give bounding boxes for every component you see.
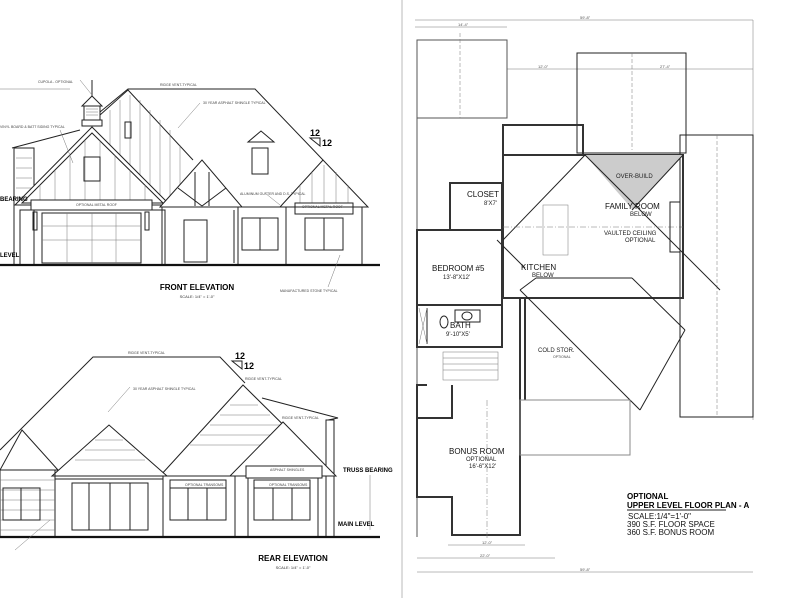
rear-elevation-scale: SCALE: 1/4" = 1'-0" — [276, 565, 311, 570]
rear-hip-roof — [0, 356, 246, 451]
fireplace — [669, 201, 681, 253]
dormer-window — [251, 147, 269, 175]
label-bedroom-5: BEDROOM #5 — [432, 264, 485, 273]
label-cold-storage: COLD STOR. — [538, 348, 575, 354]
label-bedroom-size: 13'-8"X12' — [443, 275, 470, 281]
front-door — [183, 219, 208, 263]
note-truss-bearing: TRUSS BEARING — [343, 468, 393, 474]
entry-gable — [158, 159, 244, 208]
title-floor-plan: UPPER LEVEL FLOOR PLAN - A — [627, 501, 749, 510]
front-elevation-title: FRONT ELEVATION — [160, 283, 235, 292]
dim-bottom-2: 22'-0" — [480, 553, 491, 558]
rear-window-transom — [253, 479, 311, 521]
note-ridge-vent: RIDGE VENT-TYPICAL — [282, 416, 319, 420]
label-closet-size: 8'X7' — [484, 201, 497, 207]
front-elevation-scale: SCALE: 1/4" = 1'-0" — [180, 294, 215, 299]
dim-top-left: 14'-4" — [458, 22, 469, 27]
note-stone: MANUFACTURED STONE TYPICAL — [280, 289, 338, 293]
note-bearing: BEARING — [0, 197, 28, 203]
garage-gable — [13, 126, 172, 206]
rear-elevation-title: REAR ELEVATION — [258, 554, 328, 563]
label-family-below: BELOW — [630, 212, 652, 218]
label-closet: CLOSET — [467, 190, 499, 199]
garage-gable-window — [83, 156, 101, 182]
label-vaulted-ceiling: VAULTED CEILING — [604, 231, 657, 237]
dim-top-mid: 12'-0" — [538, 64, 549, 69]
over-build-hatch — [585, 155, 683, 210]
bath — [416, 304, 503, 348]
note-transoms: OPTIONAL TRANSOMS — [269, 483, 308, 487]
note-ridge-vent: RIDGE VENT-TYPICAL — [160, 83, 197, 87]
stair — [442, 351, 499, 381]
dim-bottom-1: 12'-0" — [482, 540, 493, 545]
rear-middle-gable — [50, 424, 169, 477]
label-bath: BATH — [450, 321, 471, 330]
label-cold-optional: OPTIONAL — [553, 355, 571, 359]
label-bonus-size: 16'-6"X12' — [469, 464, 496, 470]
bonus-room — [416, 384, 521, 536]
label-family-room: FAMILY ROOM — [605, 202, 660, 211]
note-shingle: 30 YEAR ASPHALT SHINGLE TYPICAL — [203, 101, 266, 105]
note-transoms: OPTIONAL TRANSOMS — [185, 483, 224, 487]
label-kitchen-below: BELOW — [532, 273, 554, 279]
plan-title-block: OPTIONAL UPPER LEVEL FLOOR PLAN - A SCAL… — [627, 492, 749, 537]
note-metal-roof: OPTIONAL METAL ROOF — [302, 205, 343, 209]
note-metal-roof: OPTIONAL METAL ROOF — [76, 203, 117, 207]
pitch-run: 12 — [322, 138, 332, 148]
pitch-symbol — [230, 360, 243, 371]
note-gutter: ALUMINUM GUTTER AND D.S. TYPICAL — [240, 192, 306, 196]
title-floor-space: 390 S.F. FLOOR SPACE — [627, 520, 715, 529]
note-ridge-vent: RIDGE VENT-TYPICAL — [245, 377, 282, 381]
label-over-build: OVER-BUILD — [616, 174, 653, 180]
note-siding: VINYL BOARD & BATT SIDING TYPICAL — [0, 125, 65, 129]
pitch-symbol — [308, 137, 321, 148]
dim-top-right: 27'-4" — [660, 64, 671, 69]
pitch-rise: 12 — [310, 128, 320, 138]
title-optional: OPTIONAL — [627, 492, 668, 501]
pitch-rise: 12 — [235, 351, 245, 361]
dim-top-overall: 59'-8" — [580, 15, 591, 20]
gable-window — [124, 121, 132, 139]
title-scale: SCALE:1/4"=1'-0" — [628, 512, 691, 521]
note-cupola: CUPOLA - OPTIONAL — [38, 80, 73, 84]
dim-bottom-overall: 59'-8" — [580, 567, 591, 572]
label-bonus-room: BONUS ROOM — [449, 447, 505, 456]
garage-door — [41, 212, 142, 264]
upper-floor-plan: 59'-8" 14'-4" 12'-0" 27'-4" — [401, 0, 754, 598]
label-kitchen: KITCHEN — [521, 263, 556, 272]
label-vaulted-optional: OPTIONAL — [625, 238, 656, 244]
vanity — [454, 309, 481, 323]
title-bonus-space: 360 S.F. BONUS ROOM — [627, 528, 714, 537]
note-asphalt-shingles: ASPHALT SHINGLES — [270, 468, 305, 472]
cupola — [80, 80, 104, 127]
note-shingle: 30 YEAR ASPHALT SHINGLE TYPICAL — [133, 387, 196, 391]
label-bath-size: 9'-10"X5' — [446, 332, 470, 338]
rear-elevation: RIDGE VENT-TYPICAL RIDGE VENT-TYPICAL RI… — [0, 351, 393, 570]
main-hip-roof — [99, 88, 324, 161]
note-main-level: MAIN LEVEL — [338, 522, 375, 528]
label-bonus-optional: OPTIONAL — [466, 457, 497, 463]
note-level: LEVEL — [0, 253, 20, 259]
note-ridge-vent: RIDGE VENT-TYPICAL — [128, 351, 165, 355]
toilet — [439, 315, 449, 329]
rear-window-transom — [169, 479, 227, 521]
pitch-run: 12 — [244, 361, 254, 371]
front-elevation: CUPOLA - OPTIONAL RIDGE VENT-TYPICAL 30 … — [0, 79, 380, 299]
